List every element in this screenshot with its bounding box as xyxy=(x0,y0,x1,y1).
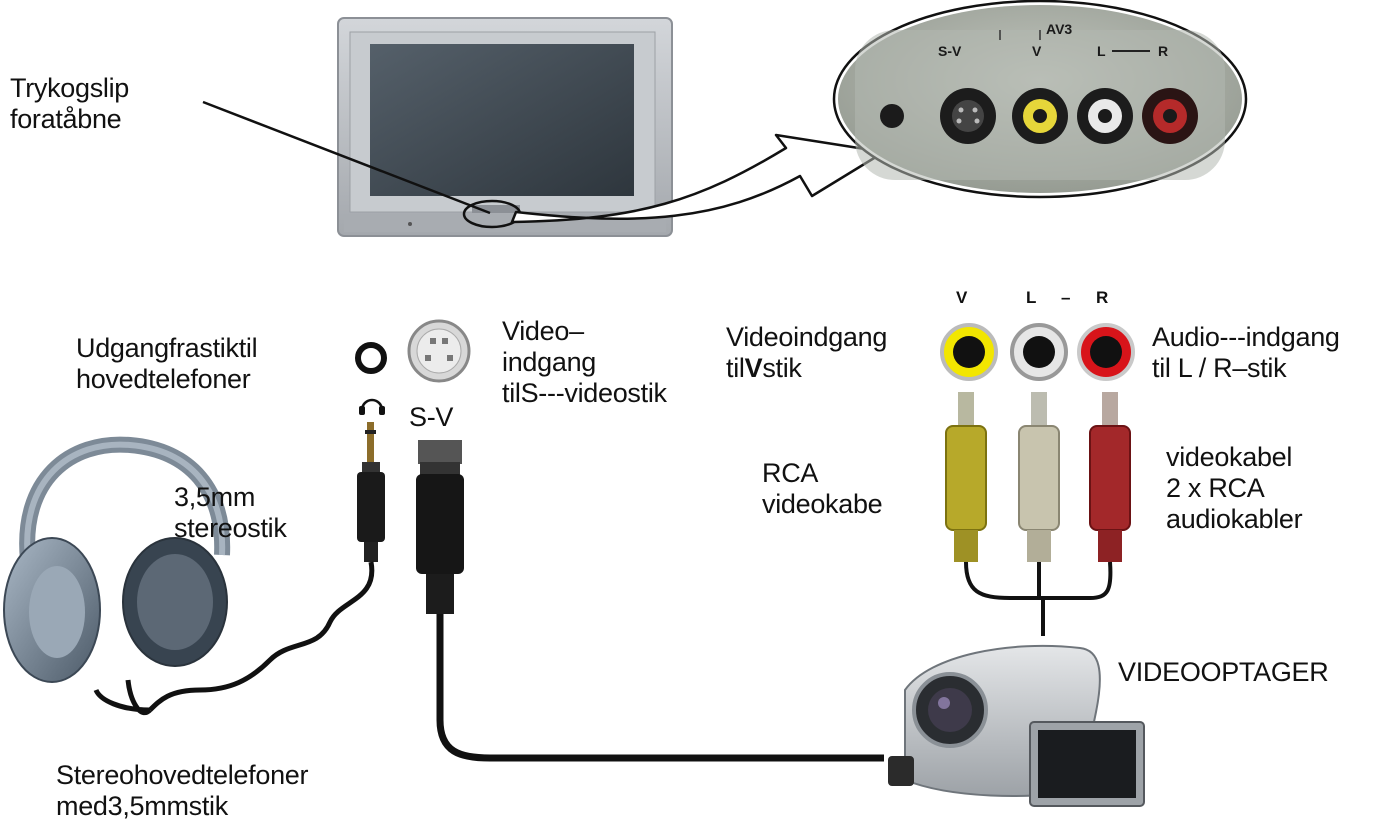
panel-label-sv: S-V xyxy=(938,43,962,59)
sv-socket-label: S-V xyxy=(409,402,454,432)
sv-cable xyxy=(436,614,884,762)
sv-plug xyxy=(416,440,464,614)
rca-video-cable-label: RCA videokabe xyxy=(762,458,883,519)
rca-white-plug xyxy=(1018,392,1060,562)
rca-audio-r-socket xyxy=(1077,323,1135,381)
headphone-output-socket xyxy=(355,342,387,374)
video-input-v-label: Videoindgang tilVstik xyxy=(726,322,888,383)
stereo-jack-plug xyxy=(357,422,385,562)
rca-header-r: R xyxy=(1096,288,1108,307)
panel-label-r: R xyxy=(1158,43,1168,59)
av-panel: AV3 S-V V L R xyxy=(832,0,1248,199)
sv-input-label: Video– indgang tilS---videostik xyxy=(502,316,667,408)
camcorder-illustration xyxy=(888,644,1145,807)
headphone-output-label: Udgangfrastiktil hovedtelefoner xyxy=(76,333,258,394)
panel-header: AV3 xyxy=(1046,21,1072,37)
headphones-illustration xyxy=(3,436,231,683)
panel-headphone-jack xyxy=(880,104,904,128)
rca-header-l: L xyxy=(1026,288,1036,307)
sv-input-socket xyxy=(407,319,471,383)
rca-audio-l-socket xyxy=(1010,323,1068,381)
press-release-label: Trykogslip foratåbne xyxy=(10,73,130,134)
headphone-small-icon xyxy=(359,398,385,415)
audio-input-label: Audio---indgang til L / R–stik xyxy=(1152,322,1340,383)
headphones-label: Stereohovedtelefoner med3,5mmstik xyxy=(56,760,309,821)
rca-yellow-plug xyxy=(945,392,987,562)
rca-header-v: V xyxy=(956,288,968,307)
panel-label-v: V xyxy=(1032,43,1042,59)
rca-header-dash: – xyxy=(1061,288,1070,307)
rca-cable-join xyxy=(964,561,1113,600)
cables-description-label: videokabel 2 x RCA audiokabler xyxy=(1166,442,1303,534)
zoom-arrow xyxy=(510,133,886,224)
headphone-cable xyxy=(148,561,375,712)
panel-label-l: L xyxy=(1097,43,1106,59)
camcorder-label: VIDEOOPTAGER xyxy=(1118,657,1329,687)
pointer-line xyxy=(202,100,491,215)
rca-red-plug xyxy=(1089,392,1131,562)
rca-video-socket xyxy=(940,323,998,381)
jack-35mm-label: 3,5mm stereostik xyxy=(174,482,287,543)
